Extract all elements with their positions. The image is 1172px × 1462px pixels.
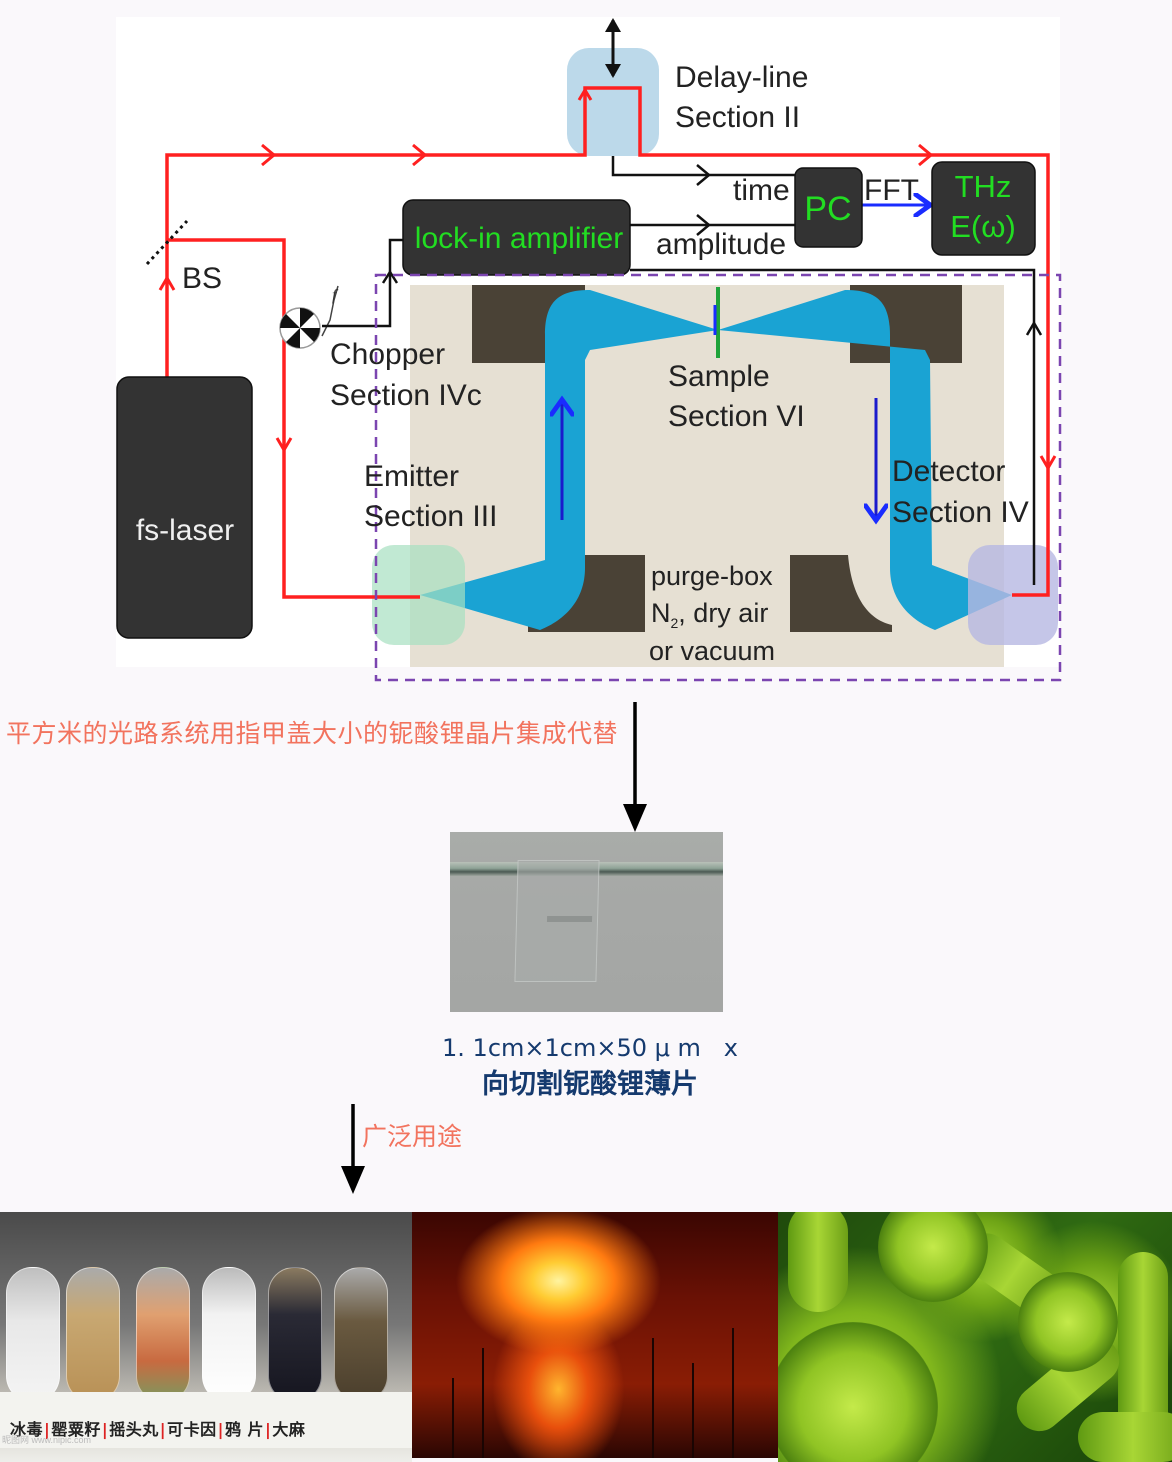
purge-enclosure-frame (374, 273, 1062, 682)
beam-splitter (145, 219, 189, 266)
mirror-bottom-right (790, 555, 892, 632)
fft-label: FFT (864, 174, 919, 207)
pc-label: PC (804, 190, 851, 228)
photo-watermark: 昵图网 www.nipic.com (2, 1435, 92, 1445)
flow-arrow-down-1 (623, 702, 647, 832)
pc-box (794, 167, 863, 248)
delay-line-arrowhead-down (605, 64, 621, 78)
chopper-label: Chopper (330, 338, 445, 371)
emitter-section-label: Section III (364, 500, 497, 533)
delay-line-label: Delay-line (675, 61, 808, 94)
amplitude-label: amplitude (656, 228, 786, 261)
uses-caption: 广泛用途 (362, 1122, 463, 1151)
crystal-caption: 1. 1cm×1cm×50 μ m x 向切割铌酸锂薄片 (420, 1030, 760, 1104)
time-label: time (733, 174, 790, 207)
delay-line-arrowhead-up (605, 18, 621, 32)
signal-arrows (381, 164, 1043, 336)
drug-labels: 冰毒|罂粟籽|摇头丸|可卡因|鸦 片|大麻 (10, 1420, 306, 1439)
signal-wires (322, 156, 1036, 585)
lock-in-amplifier-label: lock-in amplifier (415, 222, 623, 255)
drug-label: 摇头丸 (109, 1420, 159, 1439)
drug-label: 大麻 (272, 1420, 306, 1439)
chopper-section-label: Section IVc (330, 379, 482, 412)
thz-label: THz (955, 169, 1012, 204)
purge-gas-label: N2, dry air (651, 598, 768, 631)
crystal-description: 向切割铌酸锂薄片 (482, 1069, 698, 1100)
chopper-reference-wave-icon (321, 285, 339, 337)
drug-samples-photo: 冰毒|罂粟籽|摇头丸|可卡因|鸦 片|大麻 昵图网 www.nipic.com (0, 1212, 412, 1462)
drug-label: 罂粟籽 (51, 1420, 101, 1439)
purge-vacuum-label: or vacuum (649, 636, 775, 666)
fs-laser-box (116, 376, 253, 639)
drug-label: 可卡因 (167, 1420, 217, 1439)
sample-section-label: Section VI (668, 400, 805, 433)
chip-wafer (514, 860, 600, 982)
delay-line-stage (567, 48, 659, 156)
sample-label: Sample (668, 360, 770, 393)
integration-caption: 平方米的光路系统用指甲盖大小的铌酸锂晶片集成代替 (6, 719, 619, 748)
thz-spectrum-box (931, 161, 1036, 256)
bacteria-photo (778, 1212, 1172, 1462)
flow-arrow-down-2 (341, 1104, 365, 1194)
delay-line-section-label: Section II (675, 101, 800, 134)
detector-label: Detector (892, 455, 1005, 488)
chopper-icon (279, 307, 321, 349)
emitter-label: Emitter (364, 460, 459, 493)
thz-spectroscopy-diagram: f fs-laser lock-in amplifier PC THz E(ω)… (116, 17, 1062, 682)
mirror-bottom-left (528, 555, 645, 632)
purge-box-label: purge-box (651, 561, 773, 591)
crystal-dimensions: 1. 1cm×1cm×50 μ m x (442, 1034, 738, 1062)
laser-path (165, 86, 1050, 599)
lithium-niobate-chip-photo (450, 832, 723, 1012)
thz-e-omega-label: E(ω) (950, 209, 1016, 244)
drug-label: 冰毒 (10, 1420, 44, 1439)
drug-label-strip (0, 1392, 412, 1448)
beam-splitter-label: BS (182, 262, 222, 295)
chopper-reference-label: f (332, 287, 339, 304)
explosion-photo (412, 1212, 778, 1458)
laser-direction-arrows (158, 87, 1057, 471)
emitter-module (372, 545, 465, 645)
detector-section-label: Section IV (892, 496, 1029, 529)
drug-label: 鸦 片 (224, 1420, 265, 1439)
fs-laser-label: fs-laser (136, 514, 234, 547)
